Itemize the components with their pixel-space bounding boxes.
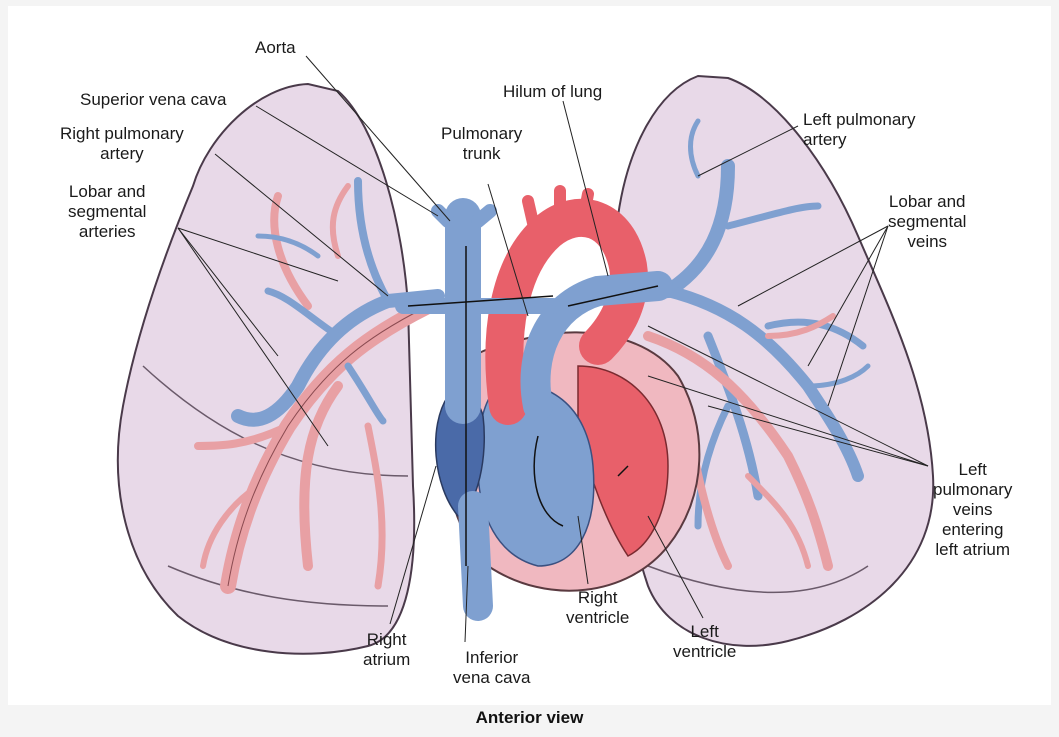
label-right-pulmonary-artery: Right pulmonary artery — [60, 124, 184, 164]
label-left-pulmonary-artery: Left pulmonary artery — [803, 110, 915, 150]
label-right-ventricle: Right ventricle — [566, 588, 629, 628]
label-left-pulmonary-veins: Left pulmonary veins entering left atriu… — [933, 460, 1012, 560]
figure-caption: Anterior view — [0, 708, 1059, 728]
label-lobar-segmental-veins: Lobar and segmental veins — [888, 192, 966, 252]
label-superior-vena-cava: Superior vena cava — [80, 90, 226, 110]
right-lung — [118, 84, 414, 654]
label-lobar-segmental-arteries: Lobar and segmental arteries — [68, 182, 146, 242]
diagram-figure: Aorta Superior vena cava Right pulmonary… — [8, 6, 1051, 705]
inferior-vena-cava — [473, 506, 478, 606]
label-pulmonary-trunk: Pulmonary trunk — [441, 124, 522, 164]
label-right-atrium: Right atrium — [363, 630, 410, 670]
label-hilum-of-lung: Hilum of lung — [503, 82, 602, 102]
label-inferior-vena-cava: Inferior vena cava — [453, 648, 531, 688]
label-left-ventricle: Left ventricle — [673, 622, 736, 662]
label-aorta: Aorta — [255, 38, 296, 58]
